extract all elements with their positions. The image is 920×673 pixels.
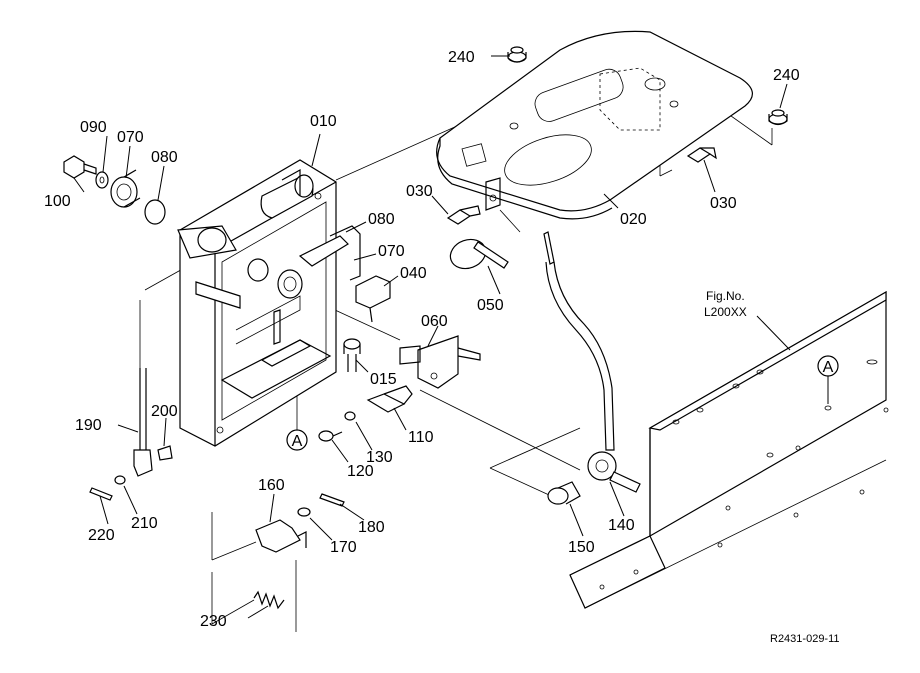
marker-a-right-text: A	[823, 359, 834, 376]
shaft-tube	[260, 168, 314, 219]
rod-190	[133, 300, 153, 477]
part-labels: 240 240 010 090 070 080 100 080 070 040 …	[44, 49, 800, 630]
cotter-pin-180	[319, 493, 345, 507]
label-060: 060	[421, 313, 448, 330]
label-170: 170	[330, 539, 357, 556]
snap-ring-080-left	[144, 199, 166, 225]
label-110: 110	[408, 429, 434, 446]
snap-ring-080-right	[247, 258, 269, 282]
label-240-left: 240	[448, 49, 475, 66]
figure-ref-code: L200XX	[704, 305, 747, 319]
label-030-right: 030	[710, 195, 737, 212]
bolt-015	[343, 338, 361, 372]
washer-210	[114, 475, 126, 485]
label-100: 100	[44, 193, 71, 210]
cotter-pin-220	[89, 487, 113, 501]
label-080-left: 080	[151, 149, 178, 166]
rubber-mount-240-left	[507, 46, 527, 63]
label-150: 150	[568, 539, 595, 556]
label-210: 210	[131, 515, 158, 532]
bracket-arm	[177, 225, 241, 309]
bearing-070-right	[277, 269, 303, 299]
label-080-right: 080	[368, 211, 395, 228]
washer-090	[95, 171, 109, 189]
bolt-030-right	[686, 147, 717, 163]
label-070-right: 070	[378, 243, 405, 260]
pin-200	[157, 445, 173, 461]
pin-110	[366, 385, 413, 413]
label-190: 190	[75, 417, 102, 434]
label-020: 020	[620, 211, 647, 228]
figure-ref-label: Fig.No.	[706, 289, 745, 303]
bolt-120	[318, 430, 343, 442]
label-050: 050	[477, 297, 504, 314]
label-090: 090	[80, 119, 107, 136]
sleeve-150	[547, 481, 581, 505]
bolt-030-left	[446, 205, 481, 225]
label-120: 120	[347, 463, 374, 480]
label-240-right: 240	[773, 67, 800, 84]
washer-170	[297, 507, 311, 517]
reference-marker-a-left: A	[286, 429, 308, 451]
frame-rail	[569, 290, 889, 609]
switch-040	[355, 275, 391, 323]
spring-230	[211, 560, 297, 632]
drawing-code: R2431-029-11	[770, 633, 840, 645]
label-180: 180	[358, 519, 385, 536]
label-230: 230	[200, 613, 227, 630]
rubber-mount-240-right	[768, 109, 788, 126]
pipe-140	[543, 231, 641, 493]
label-010: 010	[310, 113, 337, 130]
inner-lever	[273, 225, 361, 345]
arm-160	[211, 512, 307, 561]
plate-020	[436, 30, 753, 220]
label-070-left: 070	[117, 129, 144, 146]
label-040: 040	[400, 265, 427, 282]
figure-reference: Fig.No. L200XX	[704, 289, 747, 319]
bearing-070-left	[110, 169, 141, 208]
reference-marker-a-right: A	[817, 355, 839, 404]
label-130: 130	[366, 449, 393, 466]
bracket-060	[399, 335, 481, 389]
label-220: 220	[88, 527, 115, 544]
washer-130	[344, 411, 356, 421]
bolt-100	[63, 155, 97, 179]
label-015: 015	[370, 371, 397, 388]
label-140: 140	[608, 517, 635, 534]
label-160: 160	[258, 477, 285, 494]
marker-a-left-text: A	[292, 433, 303, 450]
bracket-010	[179, 159, 337, 447]
hose-clamp-050	[449, 238, 509, 270]
label-030-left: 030	[406, 183, 433, 200]
label-200: 200	[151, 403, 178, 420]
leader-lines	[73, 55, 791, 619]
